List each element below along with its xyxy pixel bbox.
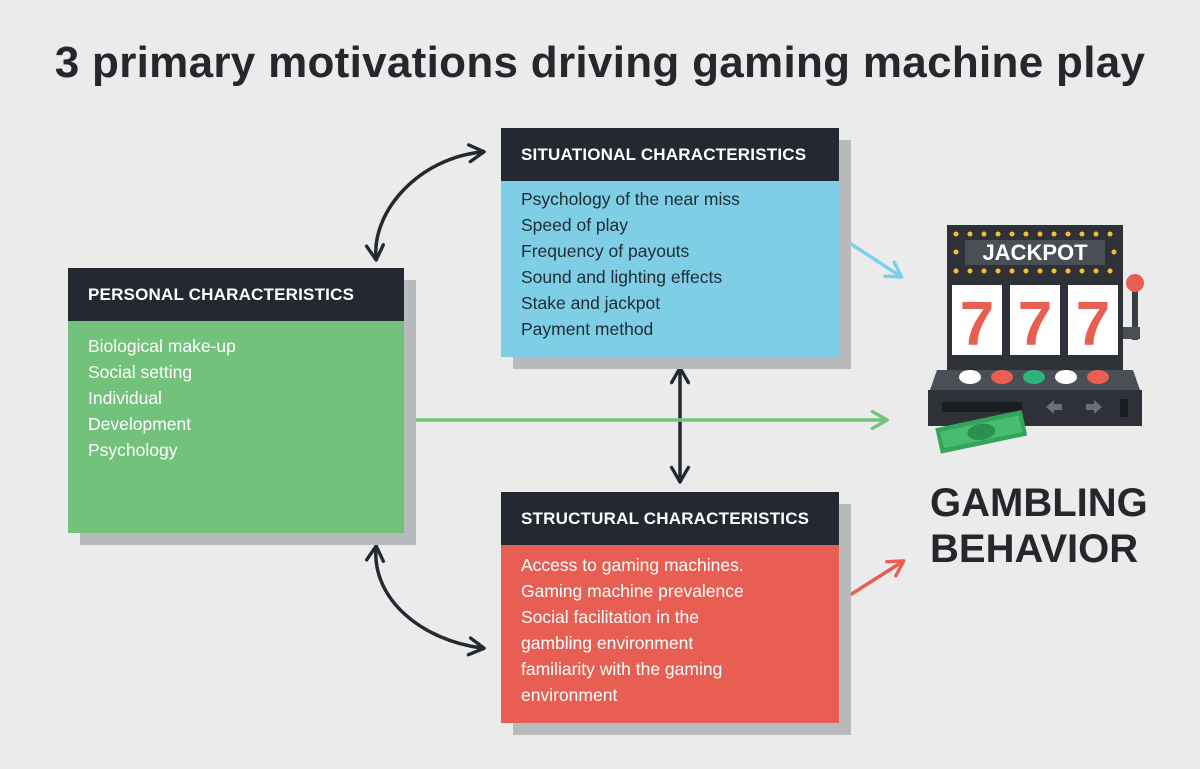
arrow-personal-structural (364, 544, 486, 657)
list-item: Gaming machine prevalence (521, 581, 744, 601)
list-item: Development (88, 414, 192, 434)
personal-list: Biological make-up Social setting Indivi… (68, 321, 404, 533)
situational-list: Psychology of the near miss Speed of pla… (501, 181, 839, 357)
list-item: Stake and jackpot (521, 293, 661, 313)
behavior-line: BEHAVIOR (930, 527, 1139, 571)
list-item: Psychology (88, 440, 178, 460)
gambling-behavior-label: GAMBLING BEHAVIOR (930, 480, 1170, 572)
personal-heading: PERSONAL CHARACTERISTICS (68, 268, 404, 321)
list-item: Speed of play (521, 215, 629, 235)
situational-characteristics-card: SITUATIONAL CHARACTERISTICS Psychology o… (501, 128, 851, 369)
structural-heading: STRUCTURAL CHARACTERISTICS (501, 492, 839, 545)
reel-3: 7 (1076, 290, 1110, 359)
slot-machine-icon: JACKPOT 7 7 7 (928, 225, 1144, 454)
arrow-personal-situational (364, 143, 486, 262)
list-item: gambling environment (521, 633, 694, 653)
jackpot-sign: JACKPOT (982, 240, 1088, 265)
list-item: Social setting (88, 362, 193, 382)
page-title: 3 primary motivations driving gaming mac… (54, 38, 1146, 87)
situational-heading: SITUATIONAL CHARACTERISTICS (501, 128, 839, 181)
reel-2: 7 (1018, 290, 1052, 359)
list-item: familiarity with the gaming (521, 659, 723, 679)
list-item: Individual (88, 388, 162, 408)
list-item: Social facilitation in the (521, 607, 700, 627)
reel-1: 7 (960, 290, 994, 359)
list-item: Access to gaming machines. (521, 555, 744, 575)
structural-characteristics-card: STRUCTURAL CHARACTERISTICS Access to gam… (501, 492, 851, 735)
gambling-line: GAMBLING (930, 481, 1148, 525)
structural-list: Access to gaming machines. Gaming machin… (501, 545, 839, 723)
list-item: environment (521, 685, 618, 705)
list-item: Biological make-up (88, 336, 236, 356)
personal-characteristics-card: PERSONAL CHARACTERISTICS Biological make… (68, 268, 416, 545)
list-item: Psychology of the near miss (521, 189, 740, 209)
list-item: Sound and lighting effects (521, 267, 723, 287)
list-item: Frequency of payouts (521, 241, 690, 261)
list-item: Payment method (521, 319, 654, 339)
